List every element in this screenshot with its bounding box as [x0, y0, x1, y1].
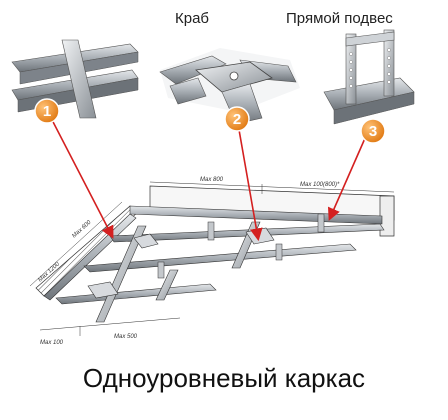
- photo-crab-connector: [159, 48, 300, 125]
- photo-profile-rails: [10, 39, 139, 120]
- arrow-2: [237, 123, 263, 242]
- arrow-3: [327, 135, 367, 221]
- label-direct-hanger: Прямой подвес: [286, 10, 393, 27]
- svg-text:1: 1: [43, 103, 51, 120]
- svg-text:2: 2: [233, 111, 241, 128]
- label-krab: Краб: [175, 10, 210, 27]
- arrow-1: [49, 115, 114, 239]
- dim-bottom-right: Max 500: [114, 334, 138, 340]
- dim-top-left: Max 800: [200, 177, 224, 183]
- dim-bottom-left: Max 100: [40, 340, 64, 346]
- photo-direct-hanger: [323, 29, 415, 125]
- callout-arrows: [49, 115, 367, 242]
- dim-left-upper: Max 600: [71, 219, 93, 239]
- callout-badge-1: 1: [34, 98, 60, 124]
- callout-badge-2: 2: [224, 106, 250, 132]
- callout-badge-3: 3: [360, 118, 386, 144]
- svg-text:3: 3: [369, 123, 377, 140]
- frame-grid: [29, 181, 395, 336]
- diagram-caption: Одноуровневый каркас: [82, 363, 366, 393]
- dim-top-right: Max 100(800)*: [300, 182, 340, 188]
